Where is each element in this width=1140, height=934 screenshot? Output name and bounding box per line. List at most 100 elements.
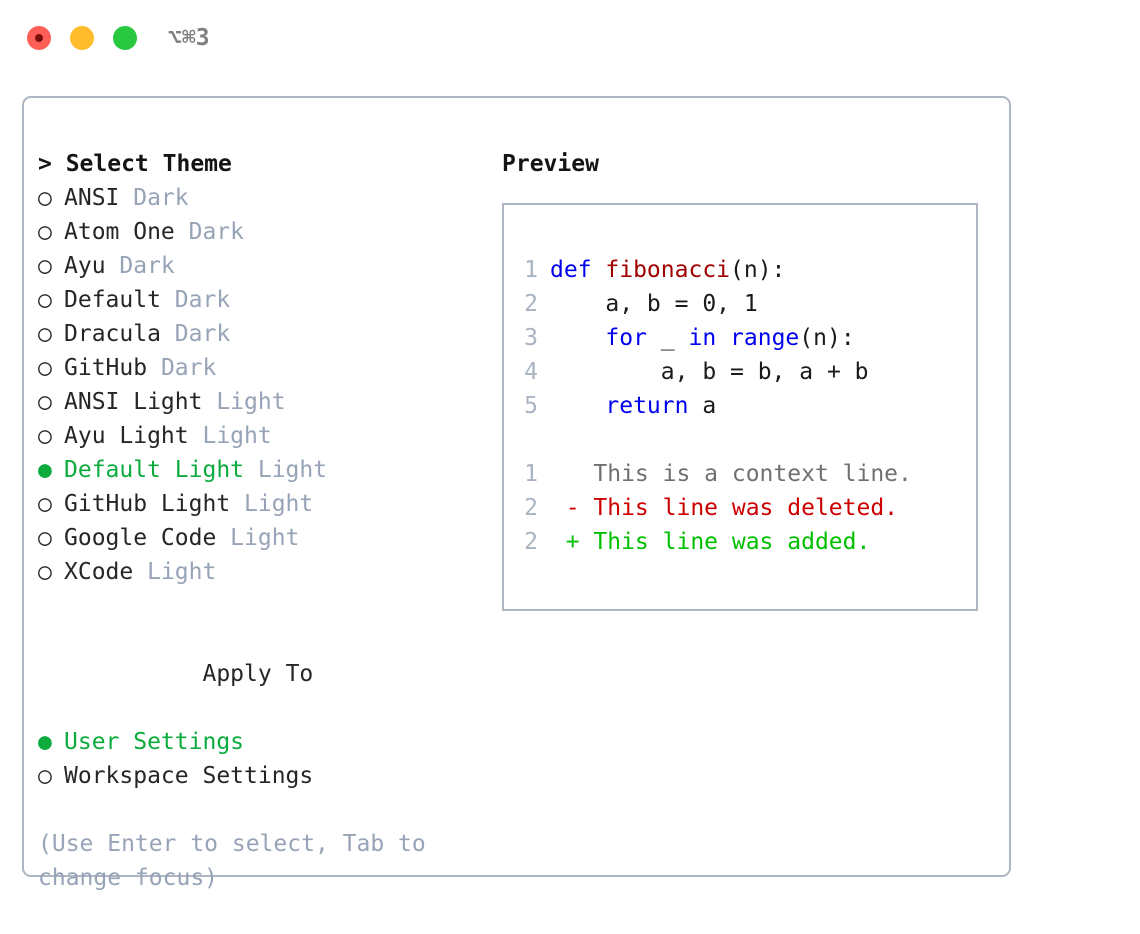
theme-option-name: Atom One	[64, 219, 175, 245]
theme-option-category: Dark	[160, 287, 231, 313]
maximize-button[interactable]	[113, 26, 137, 50]
code-line-number: 2	[524, 291, 538, 317]
code-token-kw: return	[605, 393, 689, 419]
apply-to-option-label: User Settings	[64, 729, 245, 755]
theme-option-name: XCode	[64, 559, 134, 585]
code-token-kw: in	[688, 325, 717, 351]
theme-option-google-code[interactable]: ○ Google Code Light	[38, 521, 488, 555]
theme-option-ansi[interactable]: ○ ANSI Dark	[38, 181, 488, 215]
minimize-button[interactable]	[70, 26, 94, 50]
theme-option-xcode[interactable]: ○ XCode Light	[38, 555, 488, 589]
diff-line-del: 2 - This line was deleted.	[514, 491, 970, 525]
theme-option-name: Dracula	[64, 321, 161, 347]
theme-option-category: Light	[133, 559, 217, 585]
code-gutter-space	[538, 321, 550, 355]
code-token-pl	[550, 325, 605, 351]
code-gutter-space	[538, 253, 550, 287]
apply-to-heading: Apply To	[38, 623, 488, 725]
theme-option-ayu-light[interactable]: ○ Ayu Light Light	[38, 419, 488, 453]
diff-line-text: This is a context line.	[593, 461, 912, 487]
theme-option-default-light[interactable]: ● Default Light Light	[38, 453, 488, 487]
traffic-lights	[27, 26, 137, 50]
theme-option-category: Light	[188, 423, 272, 449]
theme-picker-column: > Select Theme ○ ANSI Dark○ Atom One Dar…	[38, 147, 488, 895]
theme-option-name: Default Light	[64, 457, 245, 483]
apply-to-option-user-settings[interactable]: ● User Settings	[38, 725, 488, 759]
code-token-pl: (n):	[730, 257, 786, 283]
apply-to-option-label: Workspace Settings	[64, 763, 314, 789]
theme-option-default[interactable]: ○ Default Dark	[38, 283, 488, 317]
theme-option-github-light[interactable]: ○ GitHub Light Light	[38, 487, 488, 521]
radio-unselected-icon: ○	[38, 763, 66, 789]
theme-option-name: ANSI	[64, 185, 120, 211]
code-token-fn: fibonacci	[605, 257, 731, 283]
theme-option-name: Default	[64, 287, 161, 313]
code-line: 4 a, b = b, a + b	[514, 355, 970, 389]
diff-line-text: This line was added.	[593, 529, 871, 555]
theme-option-ansi-light[interactable]: ○ ANSI Light Light	[38, 385, 488, 419]
diff-line-number: 2	[524, 529, 538, 555]
apply-to-option-workspace-settings[interactable]: ○ Workspace Settings	[38, 759, 488, 793]
code-line-number: 5	[524, 393, 538, 419]
diff-line-number: 1	[524, 461, 538, 487]
radio-unselected-icon: ○	[38, 355, 66, 381]
radio-unselected-icon: ○	[38, 253, 66, 279]
diff-sign: +	[538, 529, 594, 555]
theme-option-dracula[interactable]: ○ Dracula Dark	[38, 317, 488, 351]
theme-option-category: Dark	[119, 185, 189, 211]
code-line: 3 for _ in range(n):	[514, 321, 970, 355]
theme-option-category: Dark	[174, 219, 245, 245]
diff-line-add: 2 + This line was added.	[514, 525, 970, 559]
radio-selected-icon: ●	[38, 457, 66, 483]
code-token-pl	[716, 325, 730, 351]
theme-option-category: Light	[230, 491, 314, 517]
code-token-kw: def	[550, 257, 606, 283]
title-bar: ⌥⌘3	[0, 0, 1140, 78]
code-line-number: 3	[524, 325, 538, 351]
theme-option-name: Google Code	[64, 525, 217, 551]
keyboard-shortcut-label: ⌥⌘3	[168, 25, 210, 51]
theme-option-category: Dark	[147, 355, 217, 381]
preview-column: Preview 1 def fibonacci(n): 2 a, b = 0, 1…	[502, 147, 997, 611]
code-token-pl: a	[688, 393, 717, 419]
radio-unselected-icon: ○	[38, 525, 66, 551]
diff-line-ctx: 1 This is a context line.	[514, 457, 970, 491]
diff-sign	[538, 461, 593, 487]
theme-option-github[interactable]: ○ GitHub Dark	[38, 351, 488, 385]
code-gutter-space	[538, 355, 550, 389]
theme-option-category: Dark	[105, 253, 175, 279]
code-token-pl: a, b = b, a + b	[550, 359, 869, 385]
code-line-number: 1	[524, 257, 538, 283]
close-button[interactable]	[27, 26, 51, 50]
theme-option-category: Dark	[160, 321, 231, 347]
code-token-pl: _	[646, 325, 689, 351]
diff-sample: 1 This is a context line.2 - This line w…	[514, 457, 970, 559]
code-spacer	[514, 423, 970, 457]
diff-line-number: 2	[524, 495, 538, 521]
preview-heading: Preview	[502, 151, 599, 177]
main-panel: > Select Theme ○ ANSI Dark○ Atom One Dar…	[22, 96, 1011, 891]
apply-to-list: ● User Settings○ Workspace Settings	[38, 725, 488, 793]
theme-option-ayu[interactable]: ○ Ayu Dark	[38, 249, 488, 283]
apply-to-heading-label: Apply To	[202, 661, 314, 687]
theme-option-category: Light	[216, 525, 300, 551]
code-line: 5 return a	[514, 389, 970, 423]
theme-option-atom-one[interactable]: ○ Atom One Dark	[38, 215, 488, 249]
keyboard-hint-text: (Use Enter to select, Tab to change focu…	[38, 831, 440, 891]
radio-unselected-icon: ○	[38, 321, 66, 347]
theme-option-category: Light	[244, 457, 328, 483]
code-line-number: 4	[524, 359, 538, 385]
theme-option-category: Light	[202, 389, 286, 415]
radio-unselected-icon: ○	[38, 219, 66, 245]
radio-unselected-icon: ○	[38, 185, 66, 211]
theme-option-name: GitHub	[64, 355, 148, 381]
code-line: 2 a, b = 0, 1	[514, 287, 970, 321]
theme-option-name: GitHub Light	[64, 491, 231, 517]
radio-unselected-icon: ○	[38, 559, 66, 585]
theme-option-name: Ayu	[64, 253, 106, 279]
code-gutter-space	[538, 389, 550, 423]
radio-unselected-icon: ○	[38, 287, 66, 313]
